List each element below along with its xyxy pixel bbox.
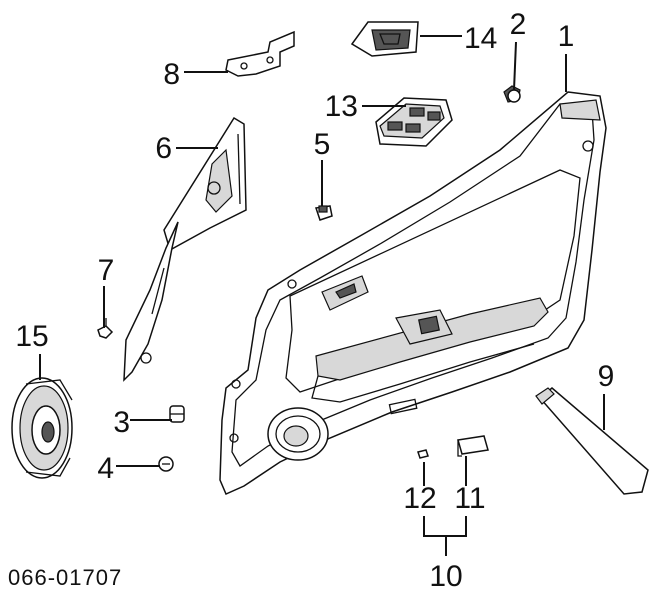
mounting-bracket xyxy=(225,30,295,77)
callout-10: 10 xyxy=(429,560,462,593)
speaker xyxy=(11,377,73,479)
door-trim-panel xyxy=(219,91,607,495)
callout-5: 5 xyxy=(314,128,331,161)
switch-bezel xyxy=(350,21,419,57)
cap-12 xyxy=(417,449,429,459)
callout-8: 8 xyxy=(163,58,180,91)
callout-2: 2 xyxy=(510,8,527,41)
callout-12: 12 xyxy=(403,482,436,515)
screw-5 xyxy=(315,205,333,221)
lower-trim-support xyxy=(123,221,179,382)
armrest-trim-strip xyxy=(535,387,649,495)
trim-clip-2 xyxy=(503,85,521,103)
power-window-switch xyxy=(375,97,453,147)
cover-piece-11 xyxy=(457,435,489,457)
leader-lines xyxy=(39,35,605,556)
diagram-part-number: 066-01707 xyxy=(8,565,122,590)
callout-3: 3 xyxy=(113,406,130,439)
mirror-corner-trim xyxy=(163,116,247,252)
callout-9: 9 xyxy=(598,360,615,393)
callout-11: 11 xyxy=(454,482,485,515)
callout-7: 7 xyxy=(98,254,115,287)
screw-4 xyxy=(158,456,174,472)
callout-15: 15 xyxy=(15,320,48,353)
callout-4: 4 xyxy=(97,452,114,485)
callout-1: 1 xyxy=(558,20,575,53)
callout-14: 14 xyxy=(464,22,497,55)
callout-13: 13 xyxy=(325,90,358,123)
callout-6: 6 xyxy=(155,132,172,165)
screw-3 xyxy=(169,405,185,423)
callout-labels: 1 2 3 4 5 6 7 8 9 10 11 12 13 14 15 xyxy=(15,8,614,593)
